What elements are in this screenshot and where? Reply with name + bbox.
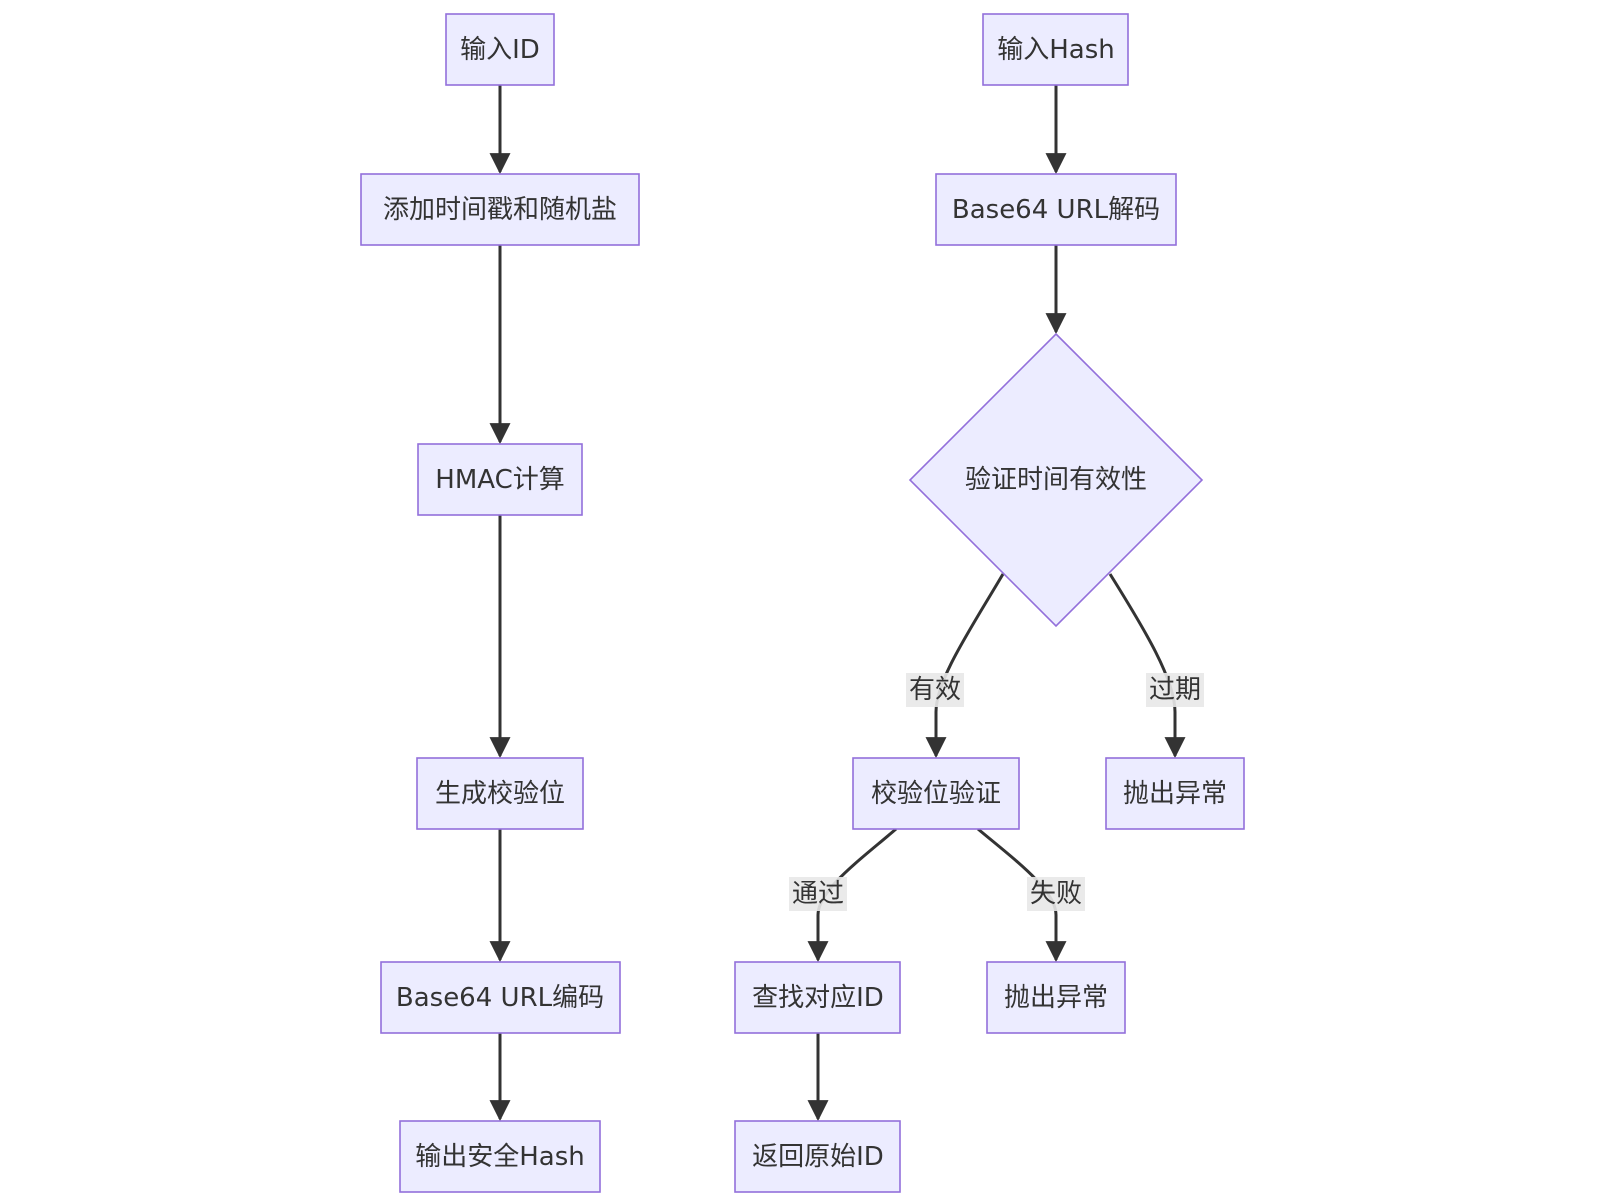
edge-verify-time-to-throw-expired: [1108, 573, 1186, 759]
node-return-id: 返回原始ID: [734, 1120, 901, 1193]
svg-text:输出安全Hash: 输出安全Hash: [415, 1142, 585, 1172]
node-verify-time: 验证时间有效性: [908, 332, 1204, 628]
node-hmac: HMAC计算: [417, 443, 583, 516]
node-decode: Base64 URL解码: [935, 173, 1177, 246]
svg-text:生成校验位: 生成校验位: [435, 779, 565, 809]
svg-text:抛出异常: 抛出异常: [1123, 779, 1227, 809]
svg-text:Base64 URL编码: Base64 URL编码: [396, 983, 604, 1013]
svg-text:过期: 过期: [1149, 675, 1201, 705]
svg-text:Base64 URL解码: Base64 URL解码: [952, 195, 1160, 225]
node-output-hash: 输出安全Hash: [399, 1120, 601, 1193]
svg-text:输入ID: 输入ID: [460, 35, 540, 65]
node-encode: Base64 URL编码: [380, 961, 621, 1034]
node-input-id: 输入ID: [445, 13, 555, 86]
edge-label-fail: 失败: [1027, 877, 1085, 911]
node-add-salt: 添加时间戳和随机盐: [360, 173, 640, 246]
svg-text:输入Hash: 输入Hash: [997, 35, 1115, 65]
edge-label-pass: 通过: [789, 877, 847, 911]
svg-text:查找对应ID: 查找对应ID: [752, 983, 884, 1013]
svg-text:验证时间有效性: 验证时间有效性: [965, 465, 1147, 495]
node-throw-failed: 抛出异常: [986, 961, 1126, 1034]
svg-text:失败: 失败: [1030, 879, 1082, 909]
svg-text:校验位验证: 校验位验证: [871, 779, 1001, 809]
svg-text:添加时间戳和随机盐: 添加时间戳和随机盐: [383, 195, 617, 225]
svg-text:抛出异常: 抛出异常: [1004, 983, 1108, 1013]
node-throw-expired: 抛出异常: [1105, 757, 1245, 830]
node-input-hash: 输入Hash: [982, 13, 1129, 86]
svg-text:有效: 有效: [909, 675, 961, 705]
edge-label-valid: 有效: [906, 673, 964, 707]
svg-text:返回原始ID: 返回原始ID: [752, 1142, 884, 1172]
svg-text:HMAC计算: HMAC计算: [435, 465, 564, 495]
node-find-id: 查找对应ID: [734, 961, 901, 1034]
edge-verify-time-to-verify-checksum: [925, 573, 1005, 759]
svg-text:通过: 通过: [792, 879, 844, 909]
node-verify-checksum: 校验位验证: [852, 757, 1020, 830]
edge-label-expired: 过期: [1146, 673, 1204, 707]
node-checksum: 生成校验位: [416, 757, 584, 830]
